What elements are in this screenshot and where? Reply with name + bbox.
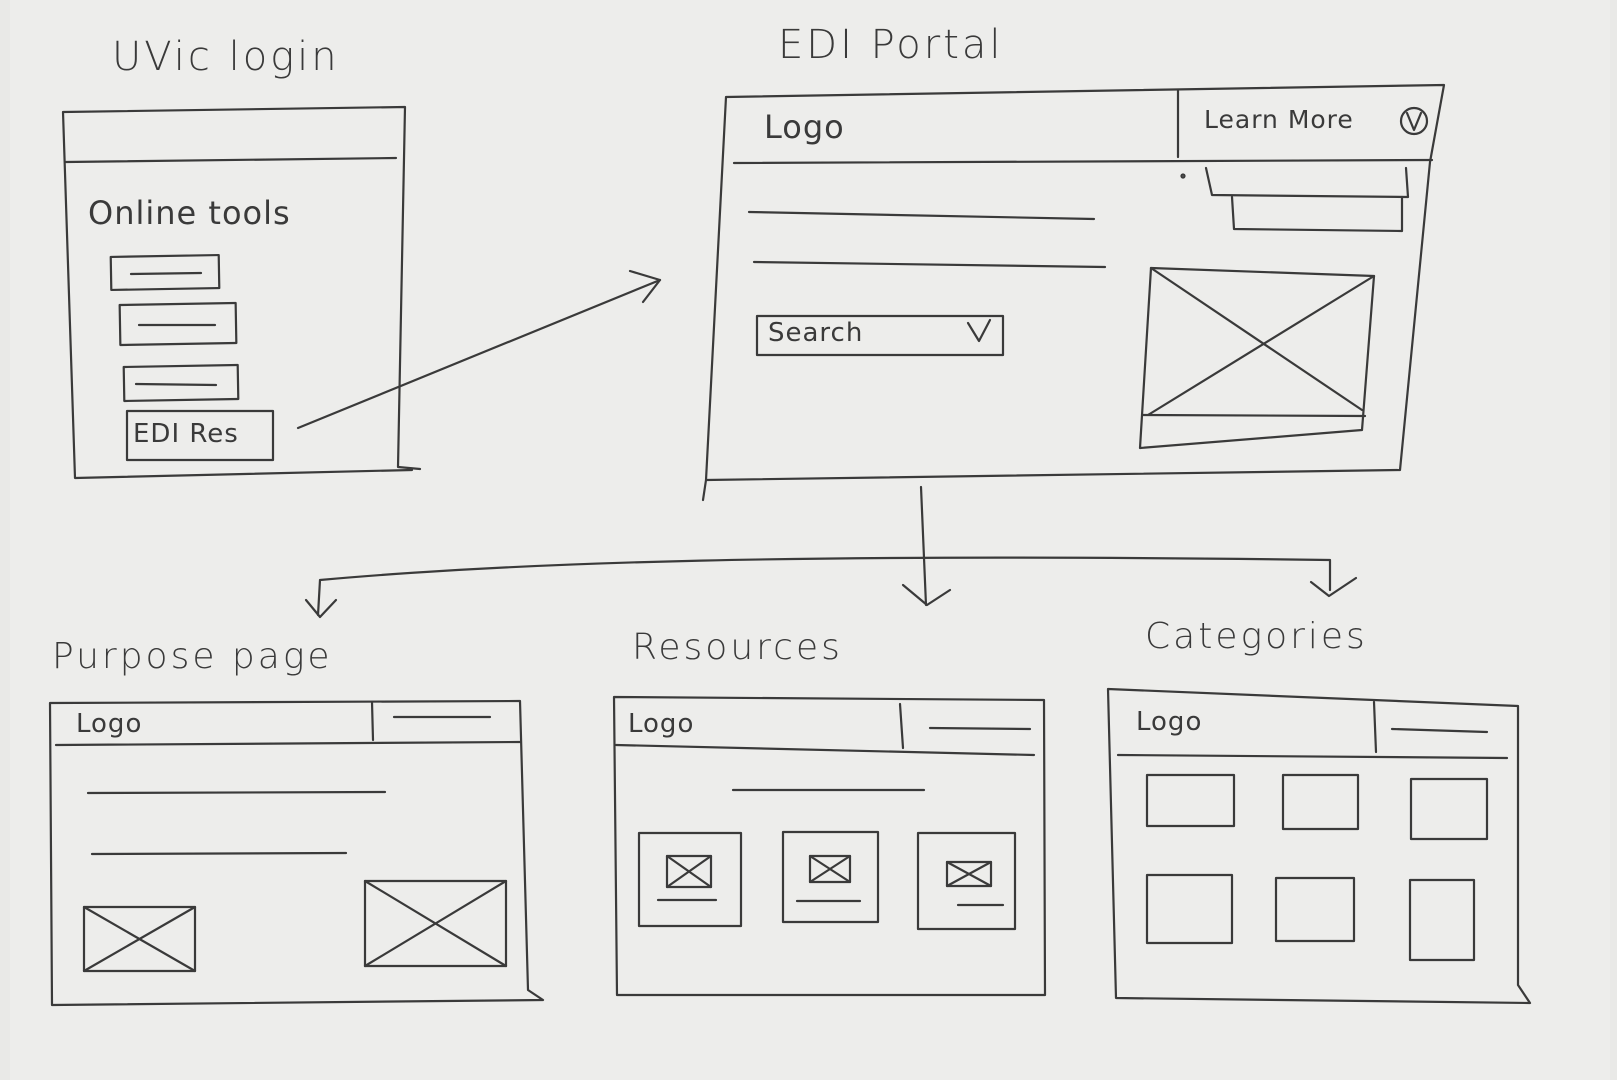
purpose-text-line [86, 790, 387, 795]
login-header-divider [64, 156, 398, 164]
login-frame [61, 105, 422, 480]
flow-arrow [296, 269, 662, 430]
resource-card[interactable] [637, 831, 743, 928]
purpose-text-line [90, 851, 348, 856]
learn-more-chevron-icon[interactable] [1399, 106, 1429, 136]
categories-title: Categories [1145, 616, 1368, 657]
search-label: Search [768, 318, 864, 348]
category-tile[interactable] [1145, 773, 1236, 828]
search-dropdown[interactable] [755, 314, 1005, 357]
resources-nav-item[interactable] [928, 726, 1032, 731]
edi-resources-button-label: EDI Res [133, 419, 239, 449]
branch-arrows [304, 485, 1358, 619]
categories-header-separator [1372, 700, 1378, 754]
categories-frame [1106, 687, 1532, 1005]
purpose-logo: Logo [76, 709, 143, 739]
categories-header-divider [1116, 753, 1509, 760]
edi-resources-button[interactable] [125, 409, 275, 462]
portal-text-line [747, 210, 1096, 221]
online-tool-link[interactable] [122, 363, 240, 403]
category-tile[interactable] [1408, 878, 1476, 962]
portal-text-line [752, 260, 1107, 269]
purpose-header-separator [370, 700, 375, 742]
learn-more-dropdown-menu[interactable] [1180, 166, 1410, 233]
resources-logo: Logo [628, 709, 695, 739]
categories-logo: Logo [1136, 707, 1203, 737]
login-title: UVic login [112, 34, 340, 80]
resources-frame [612, 695, 1047, 997]
category-tile[interactable] [1281, 773, 1360, 831]
portal-frame [701, 83, 1446, 502]
portal-hero-image-placeholder [1138, 266, 1376, 450]
category-tile[interactable] [1145, 873, 1234, 945]
purpose-image-placeholder [363, 879, 508, 968]
purpose-header-divider [54, 740, 522, 747]
category-tile[interactable] [1274, 876, 1356, 943]
online-tool-link[interactable] [109, 253, 221, 292]
resource-card[interactable] [916, 831, 1017, 931]
resources-header-divider [614, 743, 1036, 757]
portal-logo: Logo [764, 108, 845, 146]
resources-title: Resources [632, 627, 843, 668]
resources-header-separator [898, 702, 905, 750]
purpose-title: Purpose page [52, 636, 333, 677]
categories-nav-item[interactable] [1390, 727, 1489, 734]
learn-more-label[interactable]: Learn More [1204, 105, 1354, 134]
portal-title: EDI Portal [778, 22, 1004, 68]
online-tools-label: Online tools [88, 194, 291, 232]
purpose-frame [48, 699, 545, 1007]
purpose-image-placeholder [82, 905, 197, 973]
search-chevron-down-icon [966, 318, 992, 343]
online-tool-link[interactable] [118, 301, 238, 347]
category-tile[interactable] [1409, 777, 1489, 841]
resource-card[interactable] [781, 830, 880, 924]
learn-more-chevron-down-icon [1405, 111, 1423, 132]
portal-header-divider [732, 158, 1434, 165]
